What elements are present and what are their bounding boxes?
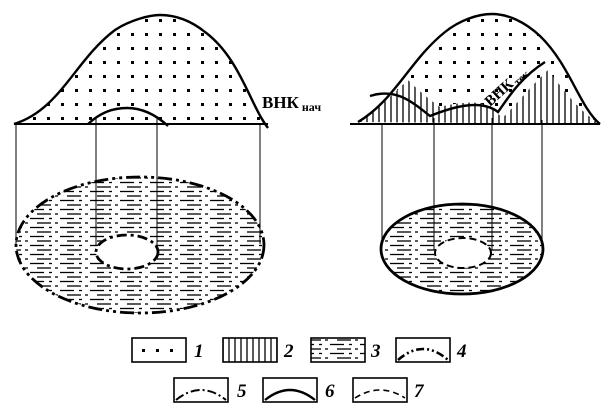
right-inner-ellipse (434, 237, 492, 269)
legend-item-2: 2 (222, 337, 294, 363)
left-inner-cap (87, 106, 169, 127)
legend-item-6: 6 (262, 377, 335, 403)
left-dome-outline (13, 13, 269, 129)
right-current-owc (369, 60, 546, 118)
legend-item-7: 7 (352, 377, 425, 403)
legend-number: 7 (414, 381, 425, 402)
legend: 1 2 3 4 5 6 (131, 337, 467, 403)
right-watered-hatch (358, 70, 600, 124)
legend-number: 5 (237, 381, 247, 402)
legend-number: 1 (194, 341, 204, 362)
legend-item-3: 3 (310, 337, 381, 363)
current-state-diagram: ВНКтек (350, 12, 601, 296)
right-dome-outline (357, 12, 601, 125)
legend-item-4: 4 (395, 337, 467, 363)
left-oil-dome (14, 15, 268, 128)
legend-number: 2 (283, 341, 294, 362)
left-inner-ellipse (94, 233, 160, 271)
legend-number: 3 (370, 341, 381, 362)
legend-item-5: 5 (173, 377, 247, 403)
legend-number: 4 (456, 341, 467, 362)
legend-item-1: 1 (131, 337, 204, 363)
legend-number: 6 (325, 381, 335, 402)
